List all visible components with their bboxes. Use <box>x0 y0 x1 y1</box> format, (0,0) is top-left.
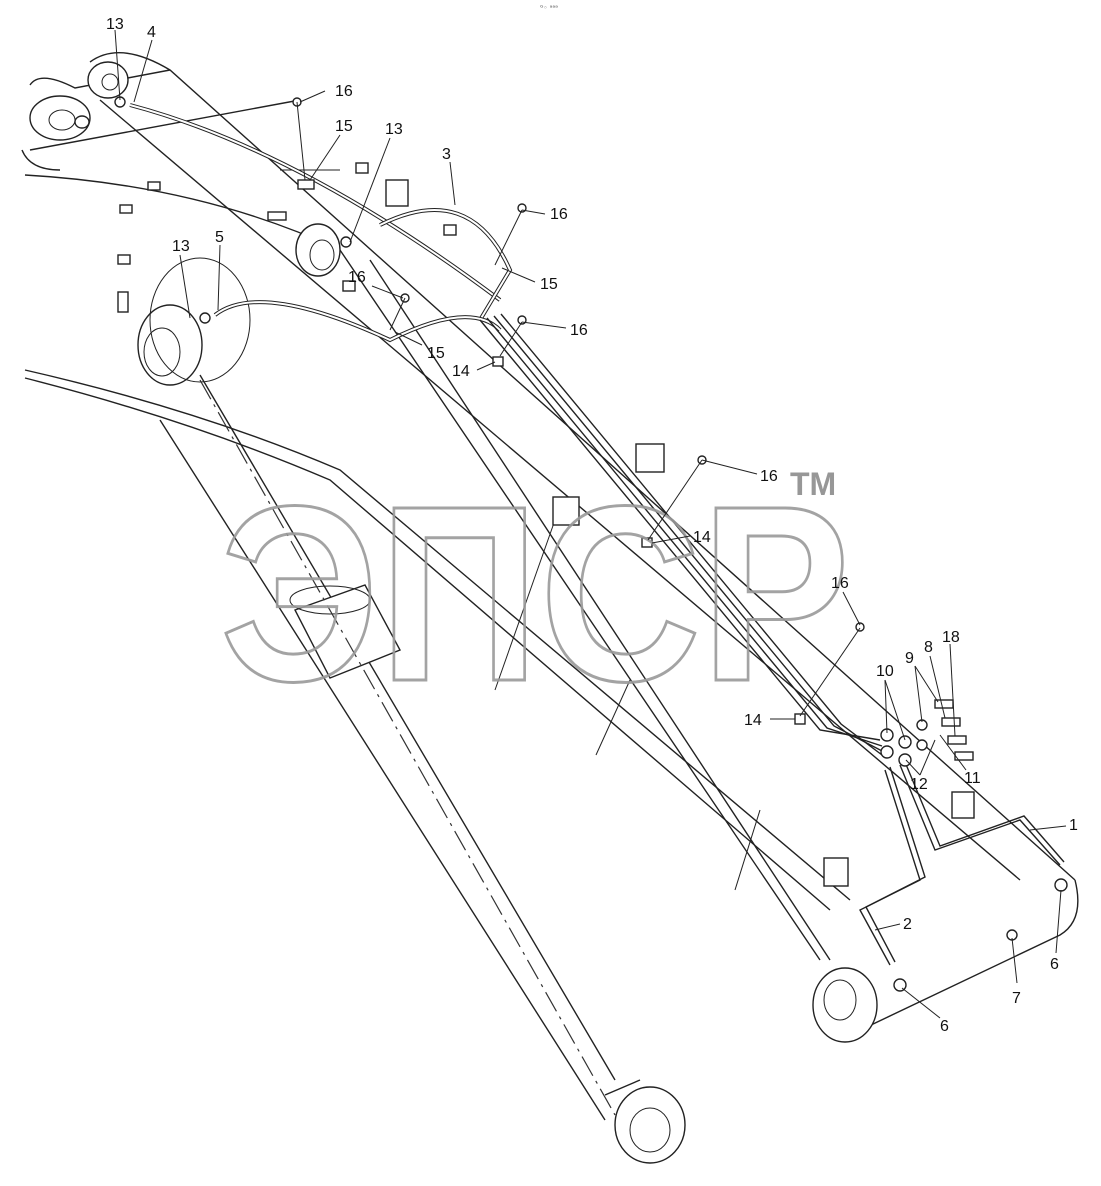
callout-16: 16 <box>335 83 353 100</box>
callout-7: 7 <box>1012 990 1021 1007</box>
callout-16: 16 <box>831 575 849 592</box>
watermark-text: ЭПСР <box>220 454 850 733</box>
callout-18: 18 <box>942 629 960 646</box>
callout-15: 15 <box>540 276 558 293</box>
callout-10: 10 <box>876 663 894 680</box>
callout-1: 1 <box>1069 817 1078 834</box>
callout-14: 14 <box>452 363 470 380</box>
callout-16: 16 <box>550 206 568 223</box>
hydraulic-lines <box>129 103 1065 966</box>
callout-16: 16 <box>760 468 778 485</box>
callout-16: 16 <box>570 322 588 339</box>
watermark: ЭПСР TM <box>219 453 852 735</box>
small-parts <box>114 96 1068 992</box>
callout-15: 15 <box>427 345 445 362</box>
callout-13: 13 <box>106 16 124 33</box>
callout-15: 15 <box>335 118 353 135</box>
callout-13: 13 <box>172 238 190 255</box>
callout-16: 16 <box>348 269 366 286</box>
callout-13: 13 <box>385 121 403 138</box>
callout-3: 3 <box>442 146 451 163</box>
callout-labels: 13 4 16 15 13 3 16 13 5 16 15 15 16 14 1… <box>106 16 1078 1035</box>
callout-4: 4 <box>147 24 156 41</box>
boom-structure <box>21 52 1079 1043</box>
callout-12: 12 <box>910 776 928 793</box>
document-code: ᴳ◦ ᵃᵃᵃ <box>540 4 558 12</box>
boom-cylinder <box>137 257 686 1164</box>
callout-11: 11 <box>964 770 981 787</box>
callout-6: 6 <box>940 1018 949 1035</box>
callout-14: 14 <box>744 712 762 729</box>
callout-6: 6 <box>1050 956 1059 973</box>
watermark-tm: TM <box>790 466 836 502</box>
callout-9: 9 <box>905 650 914 667</box>
callout-2: 2 <box>903 916 912 933</box>
callout-8: 8 <box>924 639 933 656</box>
callout-14: 14 <box>693 529 711 546</box>
leader-lines <box>114 29 1067 1019</box>
callout-5: 5 <box>215 229 224 246</box>
